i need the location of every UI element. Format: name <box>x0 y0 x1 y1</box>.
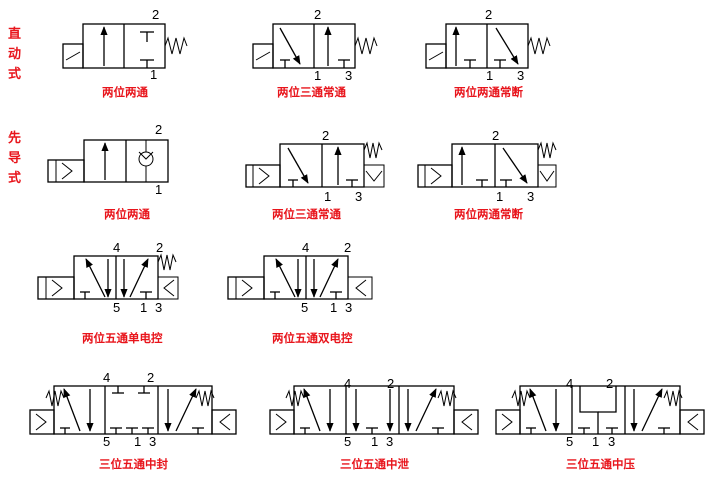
side-label-pilot-c2: 导 <box>8 151 21 166</box>
side-label-direct-c1: 直 <box>8 26 21 42</box>
valve-caption: 两位两通 <box>102 85 148 99</box>
side-label-direct-c3: 式 <box>8 66 21 82</box>
side-label-direct-c2: 动 <box>8 47 21 62</box>
port-label: 2 <box>387 376 394 391</box>
valve-direct-3-2-no: 2 1 3 两位三通常通 <box>252 7 378 99</box>
side-label-pilot-c3: 式 <box>8 170 21 186</box>
port-label: 5 <box>301 300 308 315</box>
port-label: 2 <box>314 7 321 22</box>
port-label: 1 <box>314 68 321 83</box>
valve-5-3-pressure-center: 4 2 5 1 3 三位五通中压 <box>495 376 705 471</box>
port-label: 3 <box>517 68 524 83</box>
port-label: 2 <box>485 7 492 22</box>
port-label: 1 <box>496 189 503 204</box>
port-label: 3 <box>355 189 362 204</box>
port-label: 2 <box>155 122 162 137</box>
port-label: 5 <box>113 300 120 315</box>
port-label: 3 <box>608 434 615 449</box>
valve-caption: 两位两通 <box>104 207 150 221</box>
port-label: 1 <box>486 68 493 83</box>
valve-caption: 两位五通单电控 <box>82 331 163 345</box>
port-label: 4 <box>302 240 309 255</box>
valve-caption: 三位五通中泄 <box>340 457 409 471</box>
port-label: 4 <box>103 370 110 385</box>
valve-pilot-3-2-nc: 2 1 3 两位两通常断 <box>417 128 557 221</box>
port-label: 3 <box>527 189 534 204</box>
port-label: 3 <box>345 68 352 83</box>
valve-pilot-2-2: 2 1 两位两通 <box>47 122 169 221</box>
valve-5-2-double-solenoid: 4 2 5 1 3 两位五通双电控 <box>227 240 373 345</box>
port-label: 5 <box>103 434 110 449</box>
valve-5-3-exhaust-center: 4 2 5 1 3 三位五通中泄 <box>269 376 479 471</box>
valve-caption: 三位五通中封 <box>99 457 168 471</box>
valve-5-3-closed-center: 4 2 5 1 3 三位五通中封 <box>29 370 237 471</box>
port-label: 1 <box>134 434 141 449</box>
port-label: 4 <box>113 240 120 255</box>
port-label: 1 <box>155 182 162 197</box>
valve-direct-2-2: 2 1 两位两通 <box>62 7 188 99</box>
port-label: 1 <box>140 300 147 315</box>
port-label: 1 <box>592 434 599 449</box>
port-label: 4 <box>344 376 351 391</box>
port-label: 4 <box>566 376 573 391</box>
port-label: 2 <box>147 370 154 385</box>
valve-caption: 三位五通中压 <box>566 457 635 471</box>
valve-caption: 两位两通常断 <box>454 85 523 99</box>
port-label: 2 <box>322 128 329 143</box>
valve-caption: 两位三通常通 <box>277 85 346 99</box>
valve-5-2-single-solenoid: 4 2 5 1 3 两位五通单电控 <box>37 240 179 345</box>
port-label: 5 <box>566 434 573 449</box>
valve-pilot-3-2-no: 2 1 3 两位三通常通 <box>245 128 385 221</box>
port-label: 1 <box>150 67 157 82</box>
port-label: 2 <box>606 376 613 391</box>
valve-caption: 两位两通常断 <box>454 207 523 221</box>
port-label: 1 <box>371 434 378 449</box>
port-label: 1 <box>324 189 331 204</box>
port-label: 5 <box>344 434 351 449</box>
port-label: 2 <box>156 240 163 255</box>
port-label: 3 <box>149 434 156 449</box>
port-label: 2 <box>152 7 159 22</box>
valve-caption: 两位五通双电控 <box>272 331 353 345</box>
port-label: 2 <box>492 128 499 143</box>
side-label-pilot: 先 导 式 <box>8 130 21 186</box>
port-label: 1 <box>330 300 337 315</box>
valve-caption: 两位三通常通 <box>272 207 341 221</box>
port-label: 2 <box>344 240 351 255</box>
side-label-direct: 直 动 式 <box>8 26 21 82</box>
port-label: 3 <box>386 434 393 449</box>
side-label-pilot-c1: 先 <box>8 130 21 146</box>
valve-direct-3-2-nc: 2 1 3 两位两通常断 <box>425 7 551 99</box>
port-label: 3 <box>345 300 352 315</box>
port-label: 3 <box>155 300 162 315</box>
